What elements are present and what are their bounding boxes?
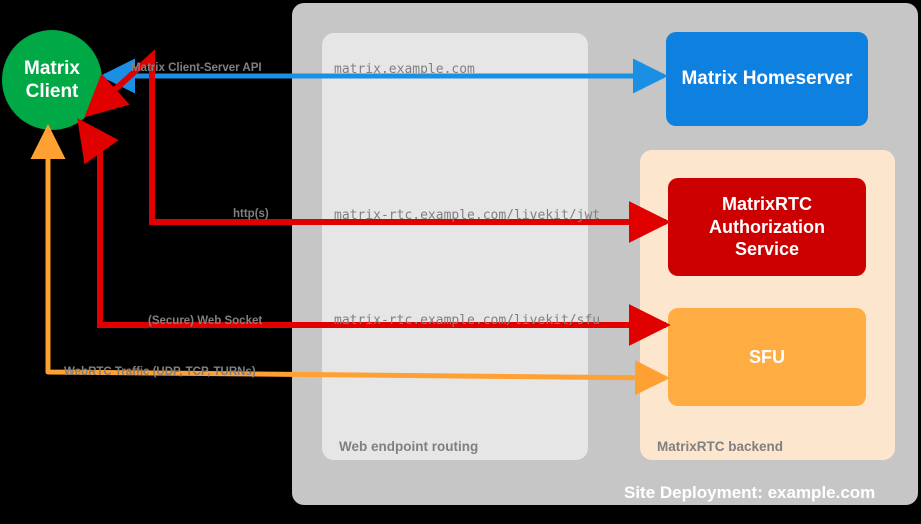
panel-web-endpoint-routing-caption: Web endpoint routing — [339, 439, 479, 454]
panel-web-endpoint-routing — [322, 33, 588, 460]
panel-site-deployment-caption: Site Deployment: example.com — [624, 483, 876, 502]
endpoint-matrix-example-com: matrix.example.com — [334, 62, 475, 77]
node-sfu[interactable] — [668, 308, 866, 406]
endpoint-livekit-jwt: matrix-rtc.example.com/livekit/jwt — [334, 208, 601, 223]
panel-matrixrtc-backend-caption: MatrixRTC backend — [657, 439, 784, 454]
edge-label-webrtc-traffic: WebRTC Traffic (UDP, TCP, TURNs) — [64, 366, 256, 378]
endpoint-livekit-sfu: matrix-rtc.example.com/livekit/sfu — [334, 313, 601, 328]
node-matrixrtc-authorization-service[interactable] — [668, 178, 866, 276]
node-matrix-homeserver[interactable] — [666, 32, 868, 126]
edge-webrtc-traffic-path — [30, 123, 670, 396]
edge-label-secure-web-socket: (Secure) Web Socket — [148, 315, 263, 327]
edge-label-matrix-client-server-api: Matrix Client-Server API — [131, 62, 262, 74]
edge-label-http-s: http(s) — [233, 208, 269, 220]
node-matrix-client[interactable] — [2, 30, 102, 130]
